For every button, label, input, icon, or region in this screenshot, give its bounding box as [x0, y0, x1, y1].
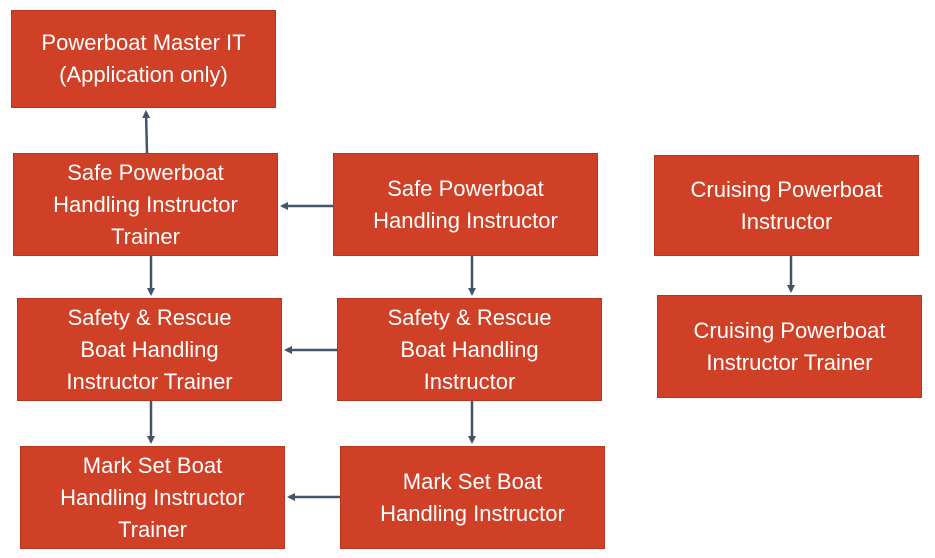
node-label: Mark Set Boat Handling Instructor [380, 468, 565, 526]
node-safety-rescue-boat-handling-instructor-trainer: Safety & Rescue Boat Handling Instructor… [17, 298, 282, 401]
node-cruising-powerboat-instructor-trainer: Cruising Powerboat Instructor Trainer [657, 295, 922, 398]
node-label: Mark Set Boat Handling Instructor Traine… [60, 452, 245, 542]
node-cruising-powerboat-instructor: Cruising Powerboat Instructor [654, 155, 919, 256]
node-safe-powerboat-handling-instructor-trainer: Safe Powerboat Handling Instructor Train… [13, 153, 278, 256]
node-label: Powerboat Master IT (Application only) [41, 30, 246, 87]
node-mark-set-boat-handling-instructor-trainer: Mark Set Boat Handling Instructor Traine… [20, 446, 285, 549]
node-label: Safety & Rescue Boat Handling Instructor… [66, 304, 233, 394]
node-safe-powerboat-handling-instructor: Safe Powerboat Handling Instructor [333, 153, 598, 256]
node-mark-set-boat-handling-instructor: Mark Set Boat Handling Instructor [340, 446, 605, 549]
node-label: Cruising Powerboat Instructor Trainer [693, 317, 886, 375]
node-label: Safe Powerboat Handling Instructor [373, 175, 558, 233]
node-label: Safe Powerboat Handling Instructor Train… [53, 159, 238, 249]
node-powerboat-master-it: Powerboat Master IT (Application only) [11, 10, 276, 108]
node-label: Cruising Powerboat Instructor [690, 176, 883, 234]
node-safety-rescue-boat-handling-instructor: Safety & Rescue Boat Handling Instructor [337, 298, 602, 401]
arrow-spbh-it-to-master-it [142, 110, 151, 154]
node-label: Safety & Rescue Boat Handling Instructor [387, 304, 552, 394]
